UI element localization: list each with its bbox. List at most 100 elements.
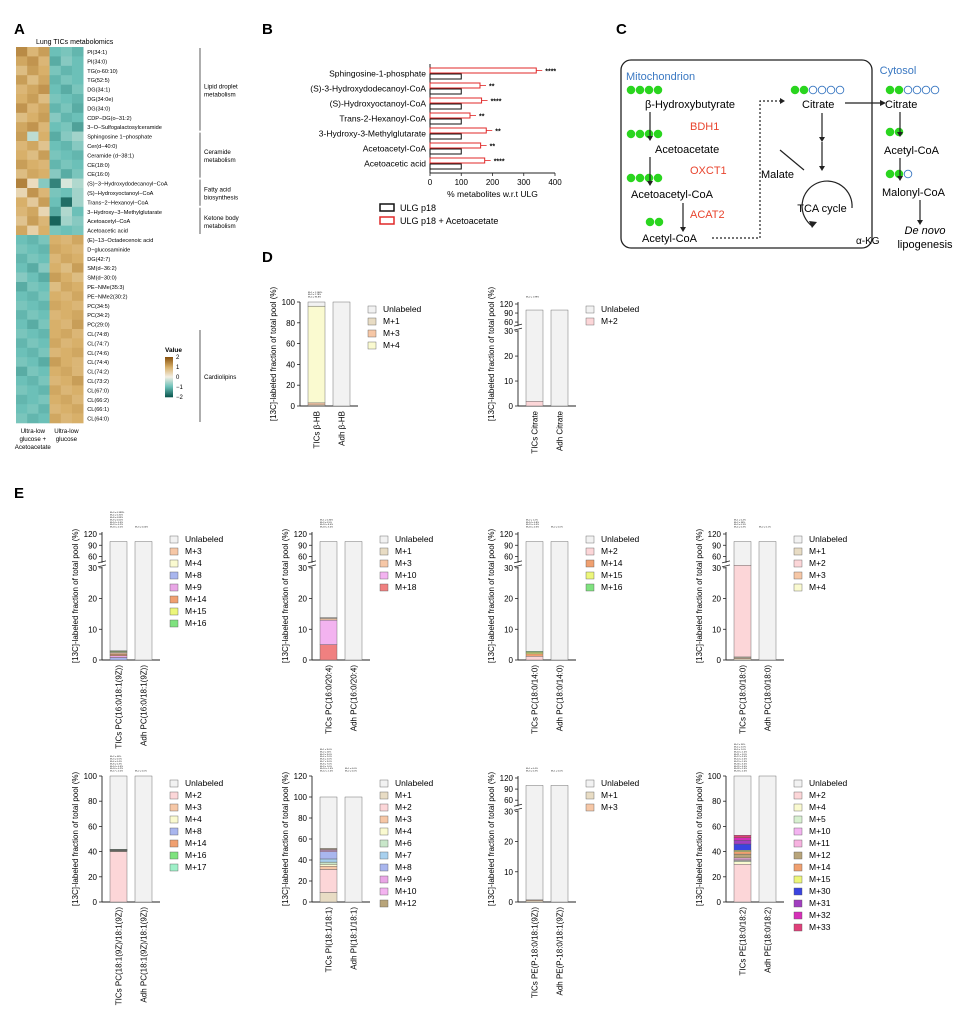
heatmap-cell (60, 272, 73, 283)
stack-note: M+31 = 3.0% (734, 766, 747, 768)
stack-note: M+2 = 36% (734, 522, 745, 524)
colorbar-step (165, 374, 173, 376)
legend-swatch (169, 815, 179, 824)
stacked-segment (758, 541, 777, 661)
heatmap-cell (72, 394, 84, 405)
heatmap-cell (16, 385, 28, 396)
legend-swatch (585, 779, 595, 788)
axis-break (722, 562, 730, 567)
y-tick-label: 0 (291, 402, 296, 411)
heatmap-cell (60, 112, 73, 123)
b-category-label: Sphingosine-1-phosphate (329, 69, 426, 79)
carbon-circle (912, 85, 922, 95)
stack-note: M+12 = 1.0% (320, 771, 333, 773)
stacked-segment (733, 775, 752, 836)
legend-entry: M+8 (185, 826, 202, 836)
heatmap-cell (72, 65, 84, 76)
heatmap-cell (27, 272, 39, 283)
heatmap-cell (27, 404, 39, 414)
legend-entry: M+1 (395, 546, 412, 556)
heatmap-cell (16, 159, 28, 170)
legend-swatch (793, 547, 803, 556)
de-novo-label: De novo (905, 225, 946, 237)
heatmap-cell (16, 404, 28, 414)
stacked-segment (109, 657, 128, 661)
legend-swatch (169, 571, 179, 580)
heatmap-row-label: CL(74:2) (87, 370, 109, 376)
y-tick-label: 60 (504, 318, 513, 327)
legend-swatch (379, 559, 389, 568)
colorbar-step (165, 361, 173, 363)
arrowhead-2 (647, 181, 653, 186)
heatmap-title: Lung TICs metabolomics (36, 39, 114, 46)
legend-entry: M+18 (395, 582, 417, 592)
legend-swatch (379, 863, 389, 872)
carbon-atoms (626, 85, 940, 227)
heatmap-row-label: Acetoacetic acid (87, 229, 128, 235)
heatmap-cell (72, 244, 84, 255)
y-tick-label: 0 (509, 656, 514, 665)
stack-note: M+2 = 1.2% (526, 519, 538, 521)
legend-entry: M+17 (185, 862, 207, 872)
tca-cycle-circle (801, 180, 853, 227)
stack-note: M+2 = 22% (320, 751, 331, 753)
heatmap-cell (60, 94, 73, 104)
heatmap-cell (60, 404, 73, 414)
heatmap-cell (38, 141, 50, 151)
legend-swatch (585, 583, 595, 592)
heatmap-cell (60, 216, 73, 226)
axis-break-mark (513, 564, 523, 568)
axis-break-mark (513, 327, 523, 331)
heatmap-cell (60, 310, 73, 320)
heatmap-row-label: CE(16:0) (87, 172, 110, 178)
arrowhead-10 (917, 220, 923, 225)
heatmap-cell (38, 291, 50, 302)
y-tick-label: 100 (294, 793, 308, 802)
b-bar-ulg (429, 163, 462, 170)
metabolite-bhb: β-Hydroxybutyrate (645, 99, 735, 111)
heatmap-row-label: Ceramide (d−38:1) (87, 153, 134, 159)
stack-note: M+14 = 0.8% (526, 522, 539, 524)
y-tick-label: 120 (294, 772, 308, 781)
stacked-segment (525, 653, 544, 657)
legend-swatch (585, 803, 595, 812)
colorbar-step (165, 384, 173, 386)
b-bar-acetoacetate (429, 97, 483, 104)
axis-break-mark (513, 560, 523, 564)
b-bar-ulg (429, 118, 462, 125)
heatmap-cell (16, 272, 28, 283)
heatmap-cell (60, 188, 73, 198)
x-category-label: TICs β-HB (313, 411, 322, 449)
arrow-malate (779, 149, 805, 171)
stack-note: M+2 = 0.1% (759, 527, 771, 529)
arrowhead-8 (897, 132, 903, 137)
legend-entry: M+1 (809, 546, 826, 556)
heatmap-cell (60, 244, 73, 255)
heatmap-cell (38, 385, 50, 396)
heatmap-cell (72, 357, 84, 367)
heatmap-cell (60, 413, 73, 424)
stack-note: M+4 = 2.0% (320, 756, 332, 758)
legend-entry: M+2 (395, 802, 412, 812)
heatmap-row-label: TG(o-60:10) (87, 69, 118, 75)
legend-swatch (379, 535, 389, 544)
b-x-tick-label: 200 (486, 178, 500, 187)
heatmap-row-label: (S)−3−Hydroxydodecanoyl−CoA (87, 182, 168, 188)
legend-entry: Unlabeled (395, 534, 434, 544)
stacked-segment (344, 796, 363, 903)
colorbar-step (165, 365, 173, 367)
heatmap-cell (49, 366, 62, 377)
y-tick-label: 90 (504, 309, 513, 318)
y-tick-label: 20 (88, 595, 97, 604)
panel-letter-e: E (14, 485, 24, 502)
stacked-segment (525, 309, 544, 402)
arrowhead-tca (809, 221, 817, 228)
heatmap-cell (38, 84, 50, 95)
stack-note: M+4 = 2.0% (734, 747, 746, 749)
heatmap-cell (16, 225, 28, 236)
y-tick-label: 120 (500, 774, 514, 783)
stack-note: M+8 = 7.0% (320, 763, 332, 765)
